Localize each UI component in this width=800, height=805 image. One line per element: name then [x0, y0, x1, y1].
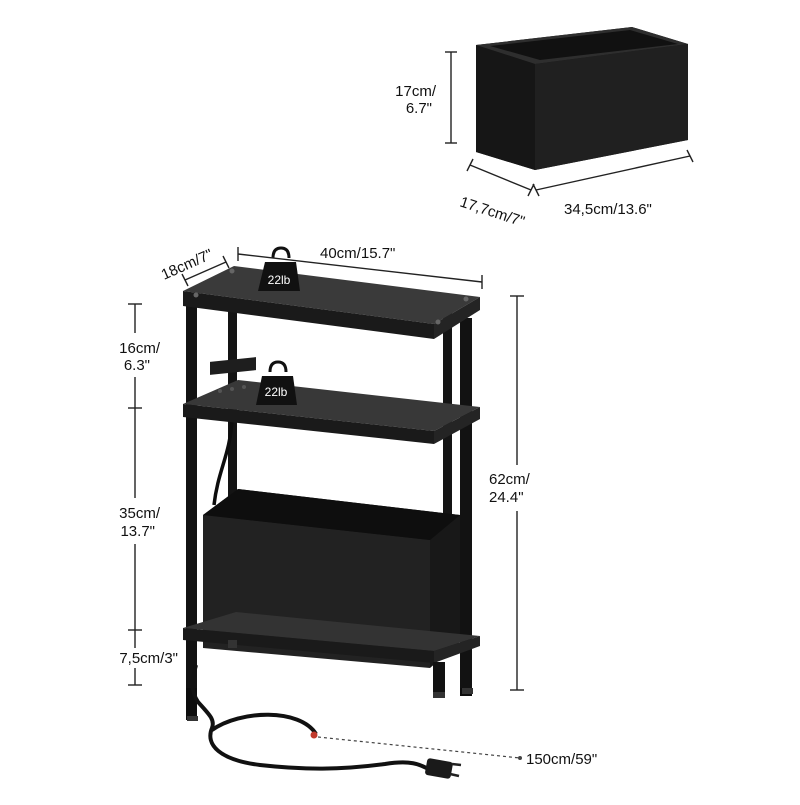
total-height-dimension: 62cm/ 24.4": [488, 295, 556, 691]
middle-gap-in: 13.7": [120, 523, 155, 540]
bottom-gap-label: 7,5cm/3": [119, 650, 178, 667]
table-width-label: 40cm/15.7": [320, 245, 395, 262]
top-gap-in: 6.3": [124, 357, 150, 374]
fabric-storage-box: [476, 27, 688, 170]
top-weight-label: 22lb: [268, 273, 291, 287]
box-width-label: 34,5cm/13.6": [564, 201, 652, 218]
cord-marker-dot: [310, 731, 318, 739]
table-depth-label: 18cm/7": [159, 246, 216, 284]
box-width-dimension: 34,5cm/13.6": [532, 149, 694, 218]
side-table: [183, 266, 480, 779]
top-weight-badge: 22lb: [258, 246, 300, 291]
middle-gap-cm: 35cm/: [119, 505, 161, 522]
plug-icon: [425, 758, 462, 779]
table-width-dimension: 40cm/15.7": [237, 245, 483, 289]
box-depth-label: 17,7cm/7": [458, 194, 527, 231]
box-height-cm: 17cm/: [395, 83, 437, 100]
power-strip: [210, 357, 256, 375]
middle-weight-label: 22lb: [265, 385, 288, 399]
top-gap-cm: 16cm/: [119, 340, 161, 357]
left-height-dimensions: 16cm/ 6.3" 35cm/ 13.7" 7,5cm/3": [88, 303, 184, 686]
box-height-dimension: 17cm/ 6.7": [395, 51, 457, 144]
box-depth-dimension: 17,7cm/7": [458, 158, 535, 231]
middle-weight-badge: 22lb: [256, 360, 297, 405]
total-height-cm: 62cm/: [489, 471, 531, 488]
box-height-in: 6.7": [406, 100, 432, 117]
cord-length-label: 150cm/59": [526, 751, 597, 768]
total-height-in: 24.4": [489, 489, 524, 506]
cord-length-dimension: 150cm/59": [317, 736, 597, 768]
